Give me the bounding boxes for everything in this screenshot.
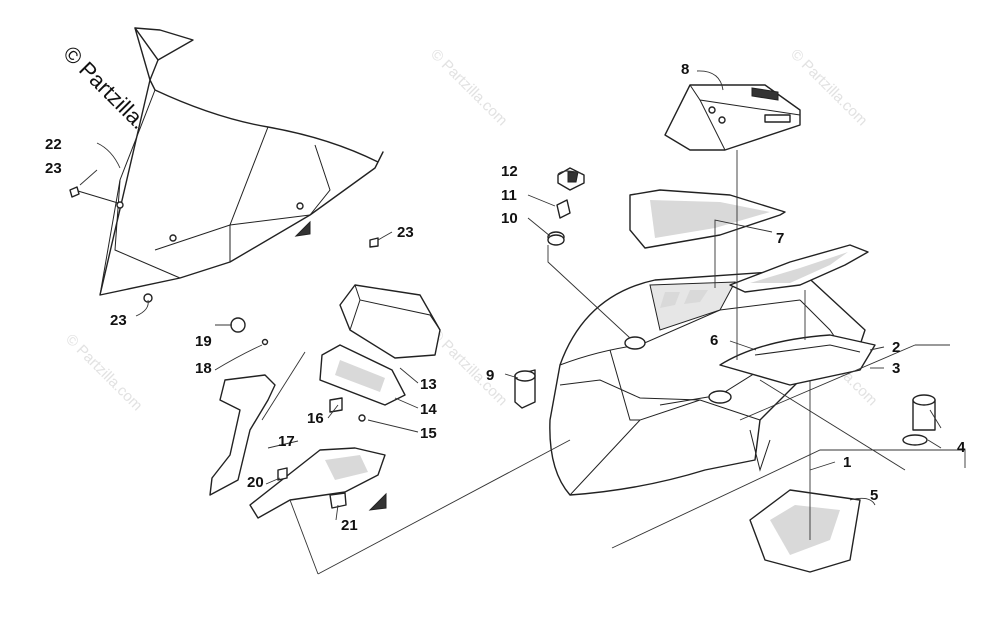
mount-14 xyxy=(319,344,406,406)
callout-4: 4 xyxy=(957,439,966,456)
callout-12: 12 xyxy=(501,163,518,180)
nut-21 xyxy=(329,492,347,509)
key-cap-12 xyxy=(557,167,585,191)
callout-7: 7 xyxy=(776,230,784,247)
callout-18: 18 xyxy=(195,360,212,377)
callout-8: 8 xyxy=(681,61,689,78)
callout-19: 19 xyxy=(195,333,212,350)
callout-22: 22 xyxy=(45,136,62,153)
cap-4 xyxy=(902,394,936,446)
ignition-9 xyxy=(514,369,536,409)
callout-1: 1 xyxy=(843,454,851,471)
gauge-13 xyxy=(339,284,441,359)
direction-arrow-icon xyxy=(368,492,387,511)
pad-5 xyxy=(749,489,861,573)
windshield xyxy=(99,27,384,296)
side-net-right xyxy=(729,244,869,293)
nut-19 xyxy=(230,317,246,333)
callouts: 1 2 3 4 5 6 7 8 9 10 11 12 13 14 15 16 1… xyxy=(45,61,966,534)
screw-23 xyxy=(369,237,379,248)
bolt-20 xyxy=(277,467,288,481)
clip-15 xyxy=(358,414,366,422)
callout-5: 5 xyxy=(870,487,878,504)
callout-9: 9 xyxy=(486,367,494,384)
callout-16: 16 xyxy=(307,410,324,427)
callout-21: 21 xyxy=(341,517,358,534)
hood xyxy=(549,269,866,496)
callout-3: 3 xyxy=(892,360,900,377)
callout-15: 15 xyxy=(420,425,437,442)
watermark: © Partzilla.com xyxy=(427,326,510,409)
callout-11: 11 xyxy=(501,187,517,204)
nut-10 xyxy=(547,231,565,246)
key-11 xyxy=(556,199,571,219)
callout-14: 14 xyxy=(420,401,437,418)
callout-23: 23 xyxy=(397,224,414,241)
bolt-16 xyxy=(329,397,343,413)
callout-23: 23 xyxy=(110,312,127,329)
watermark: © Partzilla.com xyxy=(62,331,145,414)
callout-23: 23 xyxy=(45,160,62,177)
watermark: © Partzilla.com xyxy=(427,46,510,129)
screw-23 xyxy=(69,186,119,204)
callout-13: 13 xyxy=(420,376,437,393)
callout-2: 2 xyxy=(892,339,900,356)
callout-20: 20 xyxy=(247,474,264,491)
callout-6: 6 xyxy=(710,332,718,349)
bracket-17 xyxy=(209,374,386,519)
washer-18 xyxy=(261,338,269,346)
callout-10: 10 xyxy=(501,210,518,227)
side-net-left xyxy=(629,189,786,249)
top-cover xyxy=(664,84,801,151)
callout-17: 17 xyxy=(278,433,295,450)
leader-lines xyxy=(79,70,966,575)
